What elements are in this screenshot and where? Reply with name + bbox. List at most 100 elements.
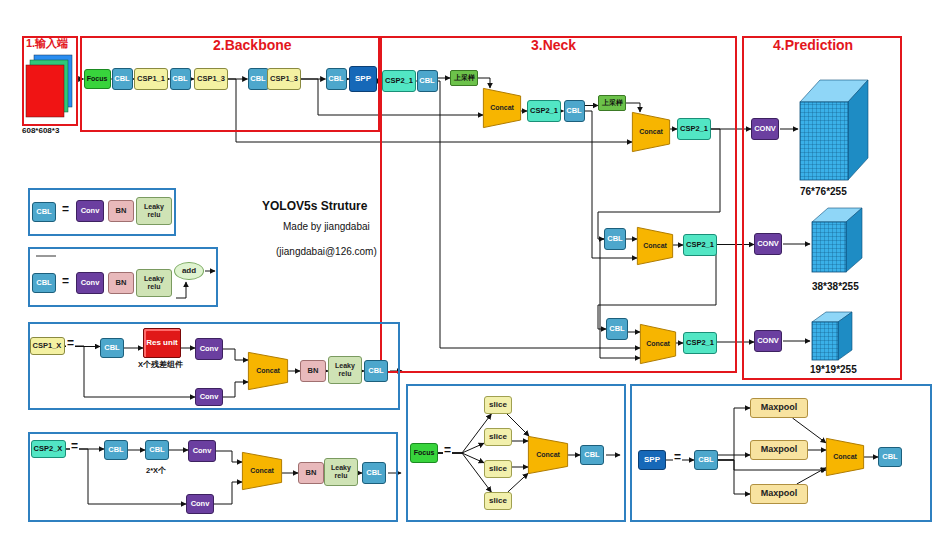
block-label: CONV: [757, 240, 779, 248]
conv-block: CONV: [754, 233, 782, 255]
region-box: 3.NeckCSP2_1CBL上采样ConcatCSP2_1CBL上采样Conc…: [380, 36, 737, 373]
block-label: Concat: [536, 451, 560, 459]
block-label: Leaky relu: [137, 275, 171, 290]
equals-sign: =: [443, 444, 452, 457]
block-label: 上采样: [454, 74, 475, 82]
arrow-connector: [808, 450, 826, 451]
bn-block: BN: [298, 462, 324, 484]
block-label: CBL: [36, 279, 51, 287]
block-label: BN: [116, 207, 127, 215]
block-label: CBL: [419, 77, 434, 85]
concat-block: Concat: [637, 227, 673, 265]
block-label: Concat: [250, 467, 274, 475]
concat-block: Concat: [640, 324, 676, 364]
block-label: CBL: [104, 344, 119, 352]
cbl-block: CBL: [32, 202, 56, 222]
csp1-block: CSP1_X: [30, 337, 65, 355]
concat-outline: [637, 227, 672, 264]
equals-sign: =: [61, 275, 70, 288]
res-unit-block: Res unit: [143, 328, 181, 358]
bn-block: BN: [108, 272, 134, 294]
arrow-connector: [282, 473, 298, 474]
text-label: X个残差组件: [138, 361, 183, 369]
arrow-connector: [512, 467, 528, 468]
csp2-block: CSP2_1: [527, 100, 561, 122]
cbl-block: CBL: [32, 273, 56, 293]
block-label: CSP1_1: [137, 75, 165, 83]
maxpool-block: Maxpool: [750, 484, 808, 504]
region-box: 4.PredictionCONVCONVCONV: [742, 36, 902, 380]
conv-block: Conv: [76, 200, 104, 222]
feature-cube: [812, 312, 852, 360]
block-label: slice: [489, 465, 507, 474]
block-label: BN: [308, 367, 319, 375]
cbl-block: CBL: [362, 462, 386, 484]
equals-sign: =: [70, 440, 79, 453]
block-label: Conv: [193, 447, 212, 455]
upsample-block: 上采样: [450, 70, 478, 86]
block-label: CBL: [149, 446, 164, 454]
arrow-connector: [718, 455, 750, 456]
block-label: CBL: [366, 469, 381, 477]
cbl-block: CBL: [604, 228, 626, 250]
block-label: CBL: [584, 451, 599, 459]
block-label: CBL: [250, 75, 265, 83]
cbl-block: CBL: [170, 68, 191, 90]
arrow-connector: [628, 332, 640, 333]
slice-block: slice: [484, 396, 512, 414]
block-label: CBL: [328, 75, 343, 83]
text-label: 608*608*3: [22, 127, 59, 136]
block-label: Focus: [414, 449, 435, 457]
block-label: CSP2_X: [34, 445, 63, 453]
activation-block: Leaky relu: [136, 197, 172, 225]
block-label: SPP: [355, 75, 371, 84]
block-label: Concat: [490, 104, 514, 112]
block-label: CSP1_3: [197, 75, 225, 83]
arrow-connector: [626, 103, 640, 112]
concat-block: Concat: [632, 112, 670, 152]
conv-block: Conv: [186, 494, 214, 514]
add-oval: add: [174, 262, 204, 280]
block-label: CSP2_1: [530, 107, 558, 115]
concat-outline: [632, 112, 669, 151]
block-label: Conv: [81, 279, 100, 287]
block-label: Maxpool: [761, 445, 798, 455]
block-label: Maxpool: [761, 489, 798, 499]
arrow-connector: [223, 349, 248, 360]
equals-sign: =: [61, 203, 70, 216]
csp2-block: CSP2_1: [683, 332, 717, 354]
block-label: Conv: [81, 207, 100, 215]
block-label: Focus: [87, 75, 108, 83]
csp1-block: CSP1_3: [194, 68, 228, 90]
block-label: Concat: [646, 340, 670, 348]
concat-outline: [242, 452, 281, 489]
region-heading: 1.输入端: [25, 38, 69, 50]
text-label: 38*38*255: [812, 281, 859, 292]
block-label: Concat: [643, 242, 667, 250]
arrow-connector: [626, 239, 637, 240]
csp2-block: CSP2_X: [31, 440, 66, 458]
block-label: CSP2_1: [686, 241, 714, 249]
slice-block: slice: [484, 460, 512, 478]
arrow-connector: [512, 441, 528, 442]
block-label: CBL: [698, 456, 713, 464]
arrow-connector: [438, 78, 451, 79]
text-label: 19*19*255: [810, 364, 857, 375]
block-label: CSP2_1: [686, 339, 714, 347]
diagram-title: YOLOV5s Struture: [262, 199, 367, 213]
cbl-block: CBL: [104, 440, 128, 460]
spp-block: SPP: [638, 450, 666, 470]
definition-box: =CSP1_XCBLRes unitConvConvConcatBNLeaky …: [28, 322, 400, 410]
region-box: 2.BackboneFocusCBLCSP1_1CBLCSP1_3CBLCSP1…: [80, 36, 380, 132]
arrow-connector: [438, 81, 641, 348]
block-label: Conv: [200, 393, 219, 401]
cbl-block: CBL: [417, 70, 438, 92]
block-label: SPP: [644, 456, 660, 465]
upsample-block: 上采样: [598, 95, 626, 111]
definition-box: = CBL Conv BNLeaky reluadd: [28, 247, 218, 307]
block-label: CSP1_3: [270, 75, 298, 83]
cbl-block: CBL: [248, 68, 269, 90]
cbl-block: CBL: [326, 68, 347, 90]
arrow-connector: [718, 460, 826, 470]
block-label: CBL: [368, 367, 383, 375]
